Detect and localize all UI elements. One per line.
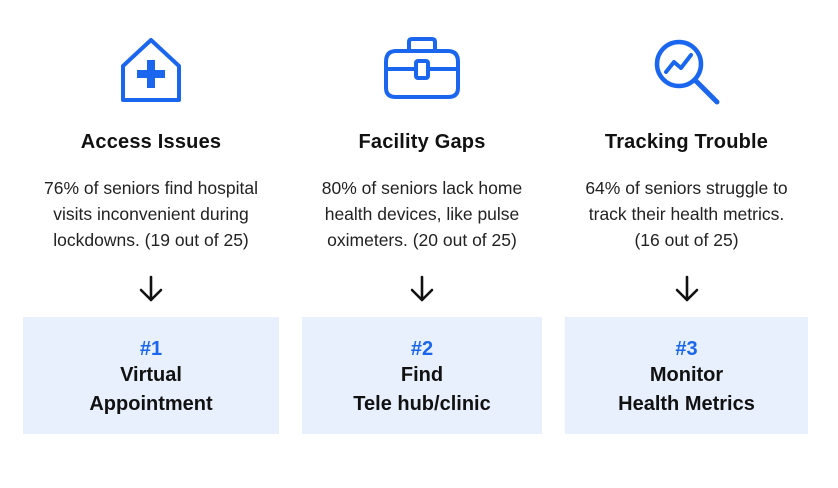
solution-box-3: #3 Monitor Health Metrics: [565, 317, 808, 434]
arrow-down-icon: [139, 275, 163, 302]
column-tracking-trouble: Tracking Trouble 64% of seniors struggle…: [565, 0, 808, 488]
solution-box-1: #1 Virtual Appointment: [23, 317, 279, 434]
column-facility-gaps: Facility Gaps 80% of seniors lack home h…: [302, 0, 542, 488]
solution-number: #2: [410, 338, 434, 360]
solution-line: Health Metrics: [618, 393, 755, 415]
column-title: Access Issues: [80, 131, 222, 153]
column-access-issues: Access Issues 76% of seniors find hospit…: [23, 0, 279, 488]
description-line: lockdowns. (19 out of 25): [53, 230, 249, 250]
column-title: Tracking Trouble: [604, 131, 769, 153]
description-line: visits inconvenient during: [53, 204, 249, 224]
description-line: oximeters. (20 out of 25): [327, 230, 517, 250]
description-line: (16 out of 25): [634, 230, 739, 250]
description-line: 64% of seniors struggle to: [585, 178, 788, 198]
hospital-house-icon: [121, 38, 181, 102]
solution-line: Appointment: [89, 393, 213, 415]
column-description: 80% of seniors lack home health devices,…: [302, 175, 542, 253]
toolbox-icon: [384, 37, 460, 99]
magnifier-trend-icon: [654, 39, 719, 105]
solution-line: Find: [400, 364, 444, 386]
description-line: health devices, like pulse: [324, 204, 520, 224]
description-line: 76% of seniors find hospital: [43, 178, 259, 198]
arrow-down-icon: [410, 275, 434, 302]
solution-number: #1: [139, 338, 163, 360]
solution-line: Monitor: [649, 364, 724, 386]
column-title: Facility Gaps: [358, 131, 486, 153]
column-description: 64% of seniors struggle to track their h…: [565, 175, 808, 253]
column-description: 76% of seniors find hospital visits inco…: [23, 175, 279, 253]
solution-line: Virtual: [120, 364, 182, 386]
solution-line: Tele hub/clinic: [353, 393, 491, 415]
solution-number: #3: [675, 338, 698, 360]
description-line: track their health metrics.: [588, 204, 785, 224]
arrow-down-icon: [675, 275, 698, 302]
solution-box-2: #2 Find Tele hub/clinic: [302, 317, 542, 434]
description-line: 80% of seniors lack home: [321, 178, 523, 198]
